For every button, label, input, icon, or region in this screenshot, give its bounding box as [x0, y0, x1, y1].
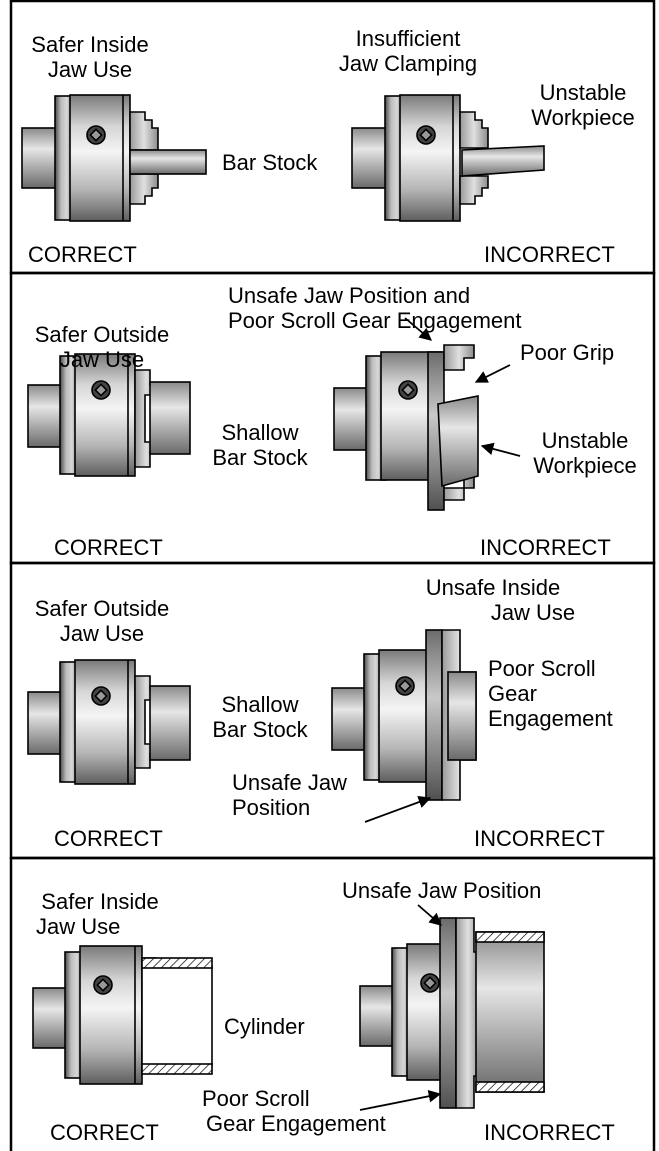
chuck-incorrect-2	[333, 344, 479, 511]
callout-poor-grip: Poor Grip	[520, 340, 615, 365]
workpiece-label-1: Bar Stock	[222, 150, 318, 175]
incorrect-label-1: INCORRECT	[484, 242, 615, 267]
callout-unsafe-jaw-position-3: Unsafe Jaw Position	[232, 770, 347, 820]
panel-frame-4	[9, 856, 656, 1151]
workpiece-label-2: Shallow Bar Stock	[212, 420, 308, 470]
chuck-correct-3	[27, 659, 191, 785]
workpiece-label-4: Cylinder	[224, 1014, 305, 1039]
chuck-correct-4	[32, 945, 213, 1085]
correct-label-3: CORRECT	[54, 826, 163, 851]
arrow-poor-grip-2	[474, 364, 511, 383]
arrow-unsafe-jaw-4	[417, 904, 442, 926]
callout-correct-3: Safer Outside Jaw Use	[34, 596, 170, 646]
workpiece-label-3: Shallow Bar Stock	[212, 692, 308, 742]
callout-insufficient-clamping: Insufficient Jaw Clamping	[338, 26, 478, 76]
arrow-unstable-2	[480, 442, 521, 457]
callout-unsafe-jaw-position-2: Unsafe Jaw Position and Poor Scroll Gear…	[228, 283, 522, 333]
callout-unstable-workpiece-2: Unstable Workpiece	[533, 428, 637, 478]
arrow-poor-scroll-4	[359, 1090, 442, 1111]
callout-correct-4: Safer Inside Jaw Use	[36, 889, 159, 939]
arrow-unsafe-jaw-2	[404, 317, 432, 341]
incorrect-label-4: INCORRECT	[484, 1120, 615, 1145]
callout-correct-2: Safer Outside Jaw Use	[34, 322, 170, 372]
callout-unsafe-jaw-position-4: Unsafe Jaw Position	[342, 878, 542, 903]
callout-poor-scroll-3: Poor Scroll Gear Engagement	[488, 656, 613, 731]
correct-label-2: CORRECT	[54, 535, 163, 560]
incorrect-label-2: INCORRECT	[480, 535, 611, 560]
callout-unstable-workpiece-1: Unstable Workpiece	[531, 80, 635, 130]
callout-poor-scroll-4: Poor Scroll Gear Engagement	[202, 1086, 386, 1136]
chuck-incorrect-1	[351, 94, 545, 222]
chuck-incorrect-4	[359, 917, 545, 1109]
callout-unsafe-inside-jaw: Unsafe Inside Jaw Use	[425, 575, 576, 625]
callout-correct-1: Safer Inside Jaw Use	[31, 32, 149, 82]
correct-label-4: CORRECT	[50, 1120, 159, 1145]
chuck-correct-2	[27, 353, 191, 477]
incorrect-label-3: INCORRECT	[474, 826, 605, 851]
correct-label-1: CORRECT	[28, 242, 137, 267]
chuck-incorrect-3	[331, 629, 477, 801]
arrow-unsafe-jaw-3	[364, 796, 432, 823]
chuck-correct-1	[21, 94, 207, 222]
